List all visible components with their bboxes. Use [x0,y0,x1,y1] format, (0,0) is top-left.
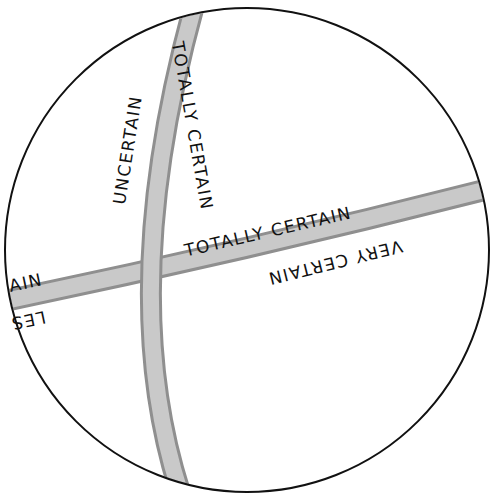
band-label: LES [9,308,47,332]
band-label: UNCERTAIN [111,94,145,206]
sphere-outline [5,8,489,492]
band-edge [0,186,494,303]
band-fill [0,186,494,303]
